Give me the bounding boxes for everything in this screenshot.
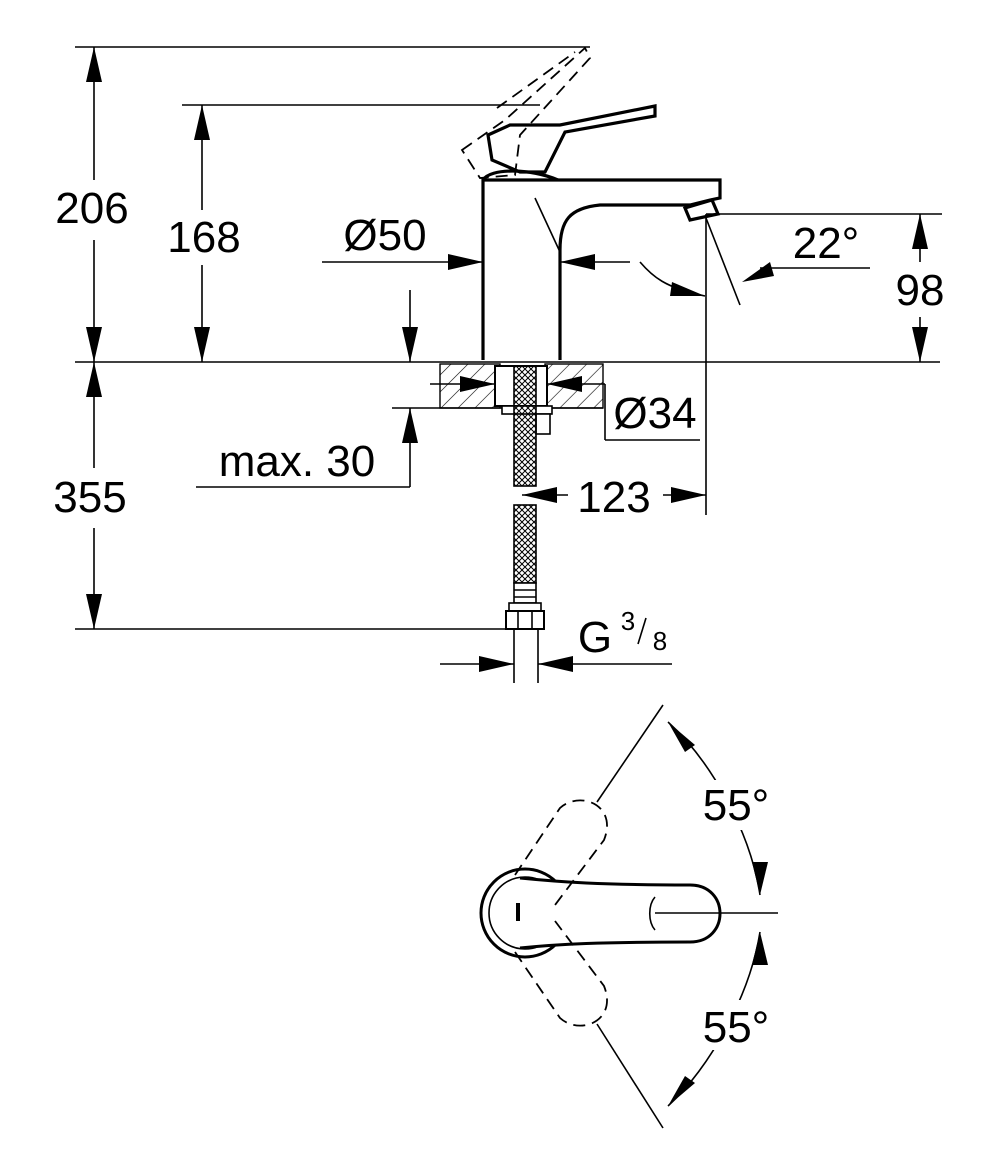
dim-deck-thickness: max. 30 <box>196 290 440 488</box>
side-view: 206 168 Ø50 22° <box>40 46 955 683</box>
dim-spout-reach: 123 <box>522 214 707 522</box>
dim-spout-height: 168 <box>152 104 540 362</box>
label-355: 355 <box>53 473 126 522</box>
top-lever-open-lower <box>514 920 608 1027</box>
label-55deg-up: 55° <box>703 781 770 830</box>
dim-outlet-height: 98 <box>885 214 955 362</box>
label-d50: Ø50 <box>343 211 426 260</box>
dim-total-height: 206 <box>40 46 590 362</box>
dim-spout-angle: 22° <box>639 213 942 306</box>
label-168: 168 <box>167 213 240 262</box>
dim-hole-diameter: Ø34 <box>430 376 700 441</box>
label-206: 206 <box>55 184 128 233</box>
top-view: 55° 55° <box>479 704 780 1129</box>
top-lever-open-upper <box>514 799 608 906</box>
dim-lever-angle-up: 55° <box>596 704 780 896</box>
label-g: G <box>578 613 612 662</box>
lever-closed <box>486 104 657 174</box>
label-22deg: 22° <box>793 219 860 268</box>
dim-hose-length: 355 <box>40 362 510 630</box>
label-d34: Ø34 <box>613 389 696 438</box>
dim-lever-angle-down: 55° <box>596 931 780 1129</box>
label-98: 98 <box>896 266 945 315</box>
label-max30: max. 30 <box>219 437 376 486</box>
dim-body-diameter: Ø50 <box>322 211 630 270</box>
lever-open-dashed <box>460 46 592 179</box>
label-123: 123 <box>577 473 650 522</box>
flexible-hose <box>505 365 545 683</box>
dim-connection-thread: G 3 8 <box>440 606 672 672</box>
label-g-numerator: 3 <box>621 606 635 636</box>
label-g-denominator: 8 <box>653 626 667 656</box>
faucet-body <box>481 169 722 360</box>
label-55deg-down: 55° <box>703 1003 770 1052</box>
